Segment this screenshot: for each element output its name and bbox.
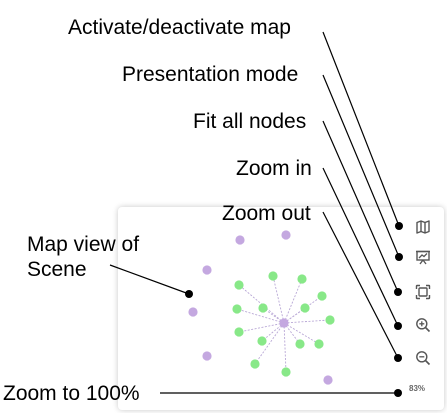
scene-link (272, 275, 285, 324)
scene-node[interactable] (258, 303, 268, 313)
zoom-level-readout[interactable]: 83% (409, 384, 426, 393)
callout-label-map-view-line2: Scene (27, 258, 87, 281)
scene-hub-node[interactable] (188, 307, 198, 317)
callout-label-activate-map: Activate/deactivate map (68, 16, 291, 39)
scene-hub-node[interactable] (235, 235, 245, 245)
scene-hub-node[interactable] (202, 265, 212, 275)
scene-node[interactable] (317, 291, 327, 301)
zoom-out-icon (416, 351, 431, 366)
scene-node[interactable] (295, 339, 305, 349)
scene-node[interactable] (281, 367, 291, 377)
scene-node[interactable] (234, 280, 244, 290)
scene-hub-node[interactable] (202, 351, 212, 361)
scene-link (283, 319, 331, 324)
fit-all-nodes-button[interactable] (412, 281, 434, 303)
scene-center-node[interactable] (279, 318, 289, 328)
scene-node[interactable] (250, 359, 260, 369)
scene-link (238, 322, 285, 333)
scene-link (261, 322, 285, 342)
scene-node[interactable] (257, 336, 267, 346)
scene-link (236, 308, 285, 324)
presentation-icon (416, 250, 430, 265)
callout-label-zoom-in: Zoom in (236, 157, 312, 180)
scene-node[interactable] (232, 304, 242, 314)
scene-node[interactable] (297, 274, 307, 284)
scene-hub-node[interactable] (281, 230, 291, 240)
zoom-in-button[interactable] (412, 314, 434, 336)
callout-label-presentation-mode: Presentation mode (122, 63, 299, 86)
callout-label-zoom-100: Zoom to 100% (3, 382, 140, 405)
callout-label-fit-all-nodes: Fit all nodes (193, 110, 307, 133)
fit-all-icon (415, 284, 431, 300)
scene-node[interactable] (268, 271, 278, 281)
scene-hub-node[interactable] (323, 375, 333, 385)
zoom-in-icon (416, 318, 431, 333)
callout-label-map-view-line1: Map view of (27, 233, 140, 256)
toggle-map-button[interactable] (412, 216, 434, 238)
map-icon (416, 220, 430, 234)
scene-node[interactable] (300, 303, 310, 313)
zoom-out-button[interactable] (412, 347, 434, 369)
scene-node[interactable] (314, 339, 324, 349)
scene-node[interactable] (234, 327, 244, 337)
scene-node[interactable] (325, 315, 335, 325)
scene-link (254, 322, 285, 365)
scene-link (283, 322, 287, 373)
callout-label-zoom-out: Zoom out (222, 202, 311, 225)
scene-link (283, 278, 303, 324)
presentation-mode-button[interactable] (412, 246, 434, 268)
